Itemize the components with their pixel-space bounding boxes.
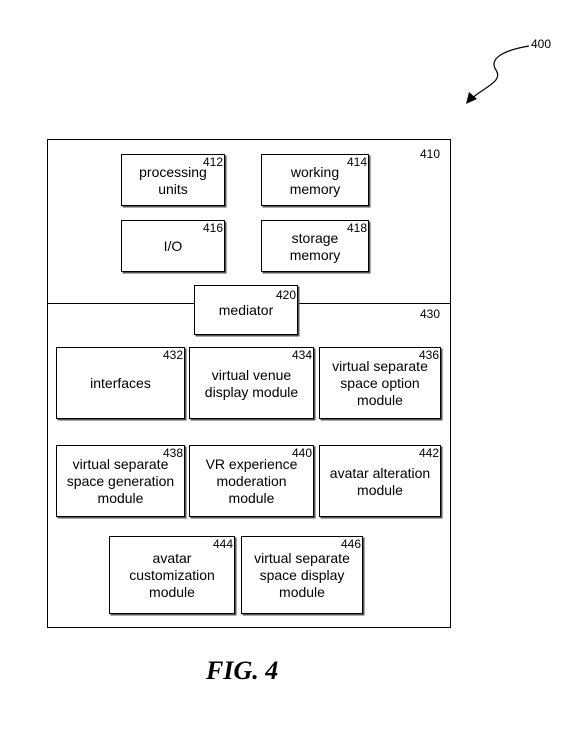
ref-442: 442 bbox=[418, 446, 439, 460]
ref-418: 418 bbox=[346, 221, 367, 235]
mediator-box: 420 mediator bbox=[194, 285, 298, 335]
ref-436: 436 bbox=[418, 348, 439, 362]
system-block-410 bbox=[47, 139, 451, 628]
ref-414: 414 bbox=[346, 155, 367, 169]
ref-420: 420 bbox=[275, 288, 296, 302]
io-label: I/O bbox=[163, 238, 183, 254]
ref-416: 416 bbox=[202, 221, 223, 235]
mediator-label: mediator bbox=[218, 302, 274, 318]
figure-caption: FIG. 4 bbox=[206, 656, 279, 685]
ref-434: 434 bbox=[291, 348, 312, 362]
ref-444: 444 bbox=[212, 537, 233, 551]
ref-440: 440 bbox=[291, 446, 312, 460]
ref-430: 430 bbox=[420, 307, 441, 321]
ref-412: 412 bbox=[202, 155, 223, 169]
interfaces-label: interfaces bbox=[90, 375, 151, 391]
ref-410: 410 bbox=[420, 147, 441, 161]
ref-438: 438 bbox=[162, 446, 183, 460]
interfaces-box: 432 interfaces bbox=[56, 347, 185, 419]
io-box: 416 I/O bbox=[121, 220, 225, 272]
ref-432: 432 bbox=[162, 348, 183, 362]
ref-446: 446 bbox=[340, 537, 361, 551]
ref-400: 400 bbox=[531, 37, 552, 51]
